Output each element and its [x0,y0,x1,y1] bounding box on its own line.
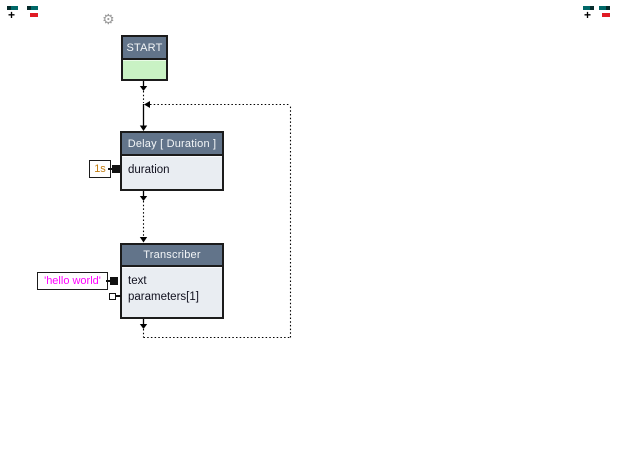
node-transcriber-row-text: text [128,275,147,287]
transcriber-parameters-stub [115,295,121,297]
node-transcriber-title: Transcriber [122,245,222,267]
transcriber-text-stub [106,280,112,282]
node-delay-body: duration [122,156,222,189]
remove-block-icon[interactable] [599,6,613,20]
minus-icon [602,13,610,17]
minus-icon [30,13,38,17]
block-nub-icon [606,6,610,10]
block-nub-icon [27,6,31,10]
plus-icon: + [584,8,592,22]
remove-block-icon[interactable] [27,6,41,20]
plus-icon: + [8,8,16,22]
node-transcriber[interactable]: Transcriber text parameters[1] [120,243,224,319]
block-bar-icon [583,6,594,10]
add-block-icon[interactable]: + [583,6,597,22]
node-delay-title: Delay [ Duration ] [122,133,222,156]
node-transcriber-row-parameters: parameters[1] [128,291,199,303]
node-delay-row-duration: duration [128,164,170,176]
block-nub-icon [7,6,11,10]
node-delay[interactable]: Delay [ Duration ] duration [120,131,224,191]
block-bar-icon [27,6,38,10]
transcriber-text-port[interactable] [110,277,118,285]
node-start[interactable]: START [121,35,168,81]
block-bar-icon [599,6,610,10]
node-start-body [123,60,166,79]
block-bar-icon [7,6,18,10]
node-transcriber-body: text parameters[1] [122,267,222,317]
transcriber-parameters-port[interactable] [109,293,116,300]
transcriber-text-value[interactable]: 'hello world' [37,272,108,290]
gear-icon[interactable]: ⚙ [102,11,115,27]
delay-duration-stub [108,168,114,170]
delay-duration-port[interactable] [112,165,120,173]
block-nub-icon [590,6,594,10]
add-block-icon[interactable]: + [7,6,21,22]
node-start-title: START [123,37,166,60]
